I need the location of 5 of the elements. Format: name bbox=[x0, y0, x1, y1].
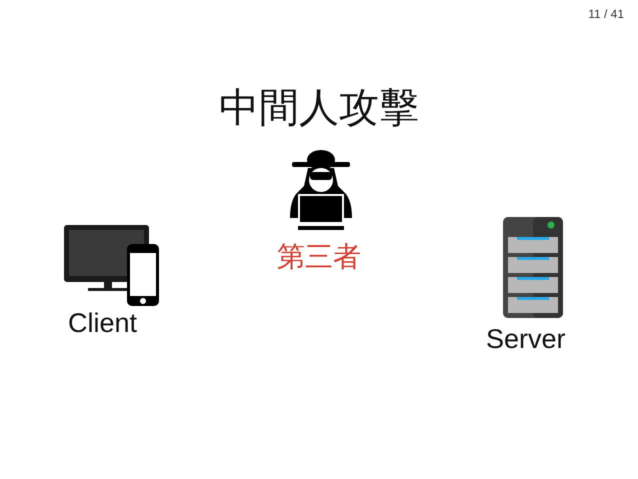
role-caption: 第三者 bbox=[276, 243, 362, 271]
slide-title: 中間人攻擊 bbox=[218, 88, 420, 128]
device-caption: Client bbox=[68, 310, 138, 337]
page-number: 11 / 41 bbox=[588, 8, 624, 20]
device-caption: Server bbox=[486, 326, 566, 353]
